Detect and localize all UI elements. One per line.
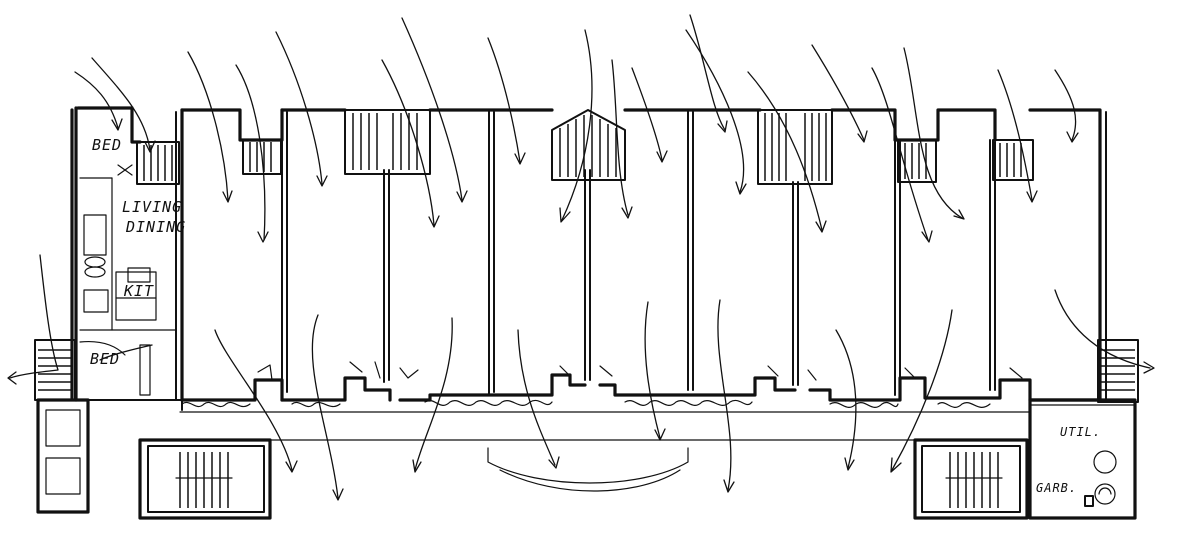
left-lower-block [34,339,183,514]
label-util: UTIL. [1060,425,1101,439]
label-bed-top: BED [92,136,122,154]
label-dining: DINING [125,218,186,236]
walkway [179,411,1031,492]
door-marks [257,361,1023,381]
stair-bays [136,109,1034,185]
planters [181,399,991,408]
sketch-arrows [7,14,1155,501]
label-living: LIVING [122,198,182,216]
label-bed-bottom: BED [90,350,120,368]
label-kit: KIT [123,282,154,300]
bottom-stair-blocks [138,438,1029,520]
party-walls [281,109,996,396]
outer-walls [70,106,1107,402]
label-garb: GARB. [1036,481,1077,495]
right-lower-block [1028,339,1139,520]
room-labels: BED LIVING DINING KIT BED UTIL. GARB. [90,136,1101,495]
